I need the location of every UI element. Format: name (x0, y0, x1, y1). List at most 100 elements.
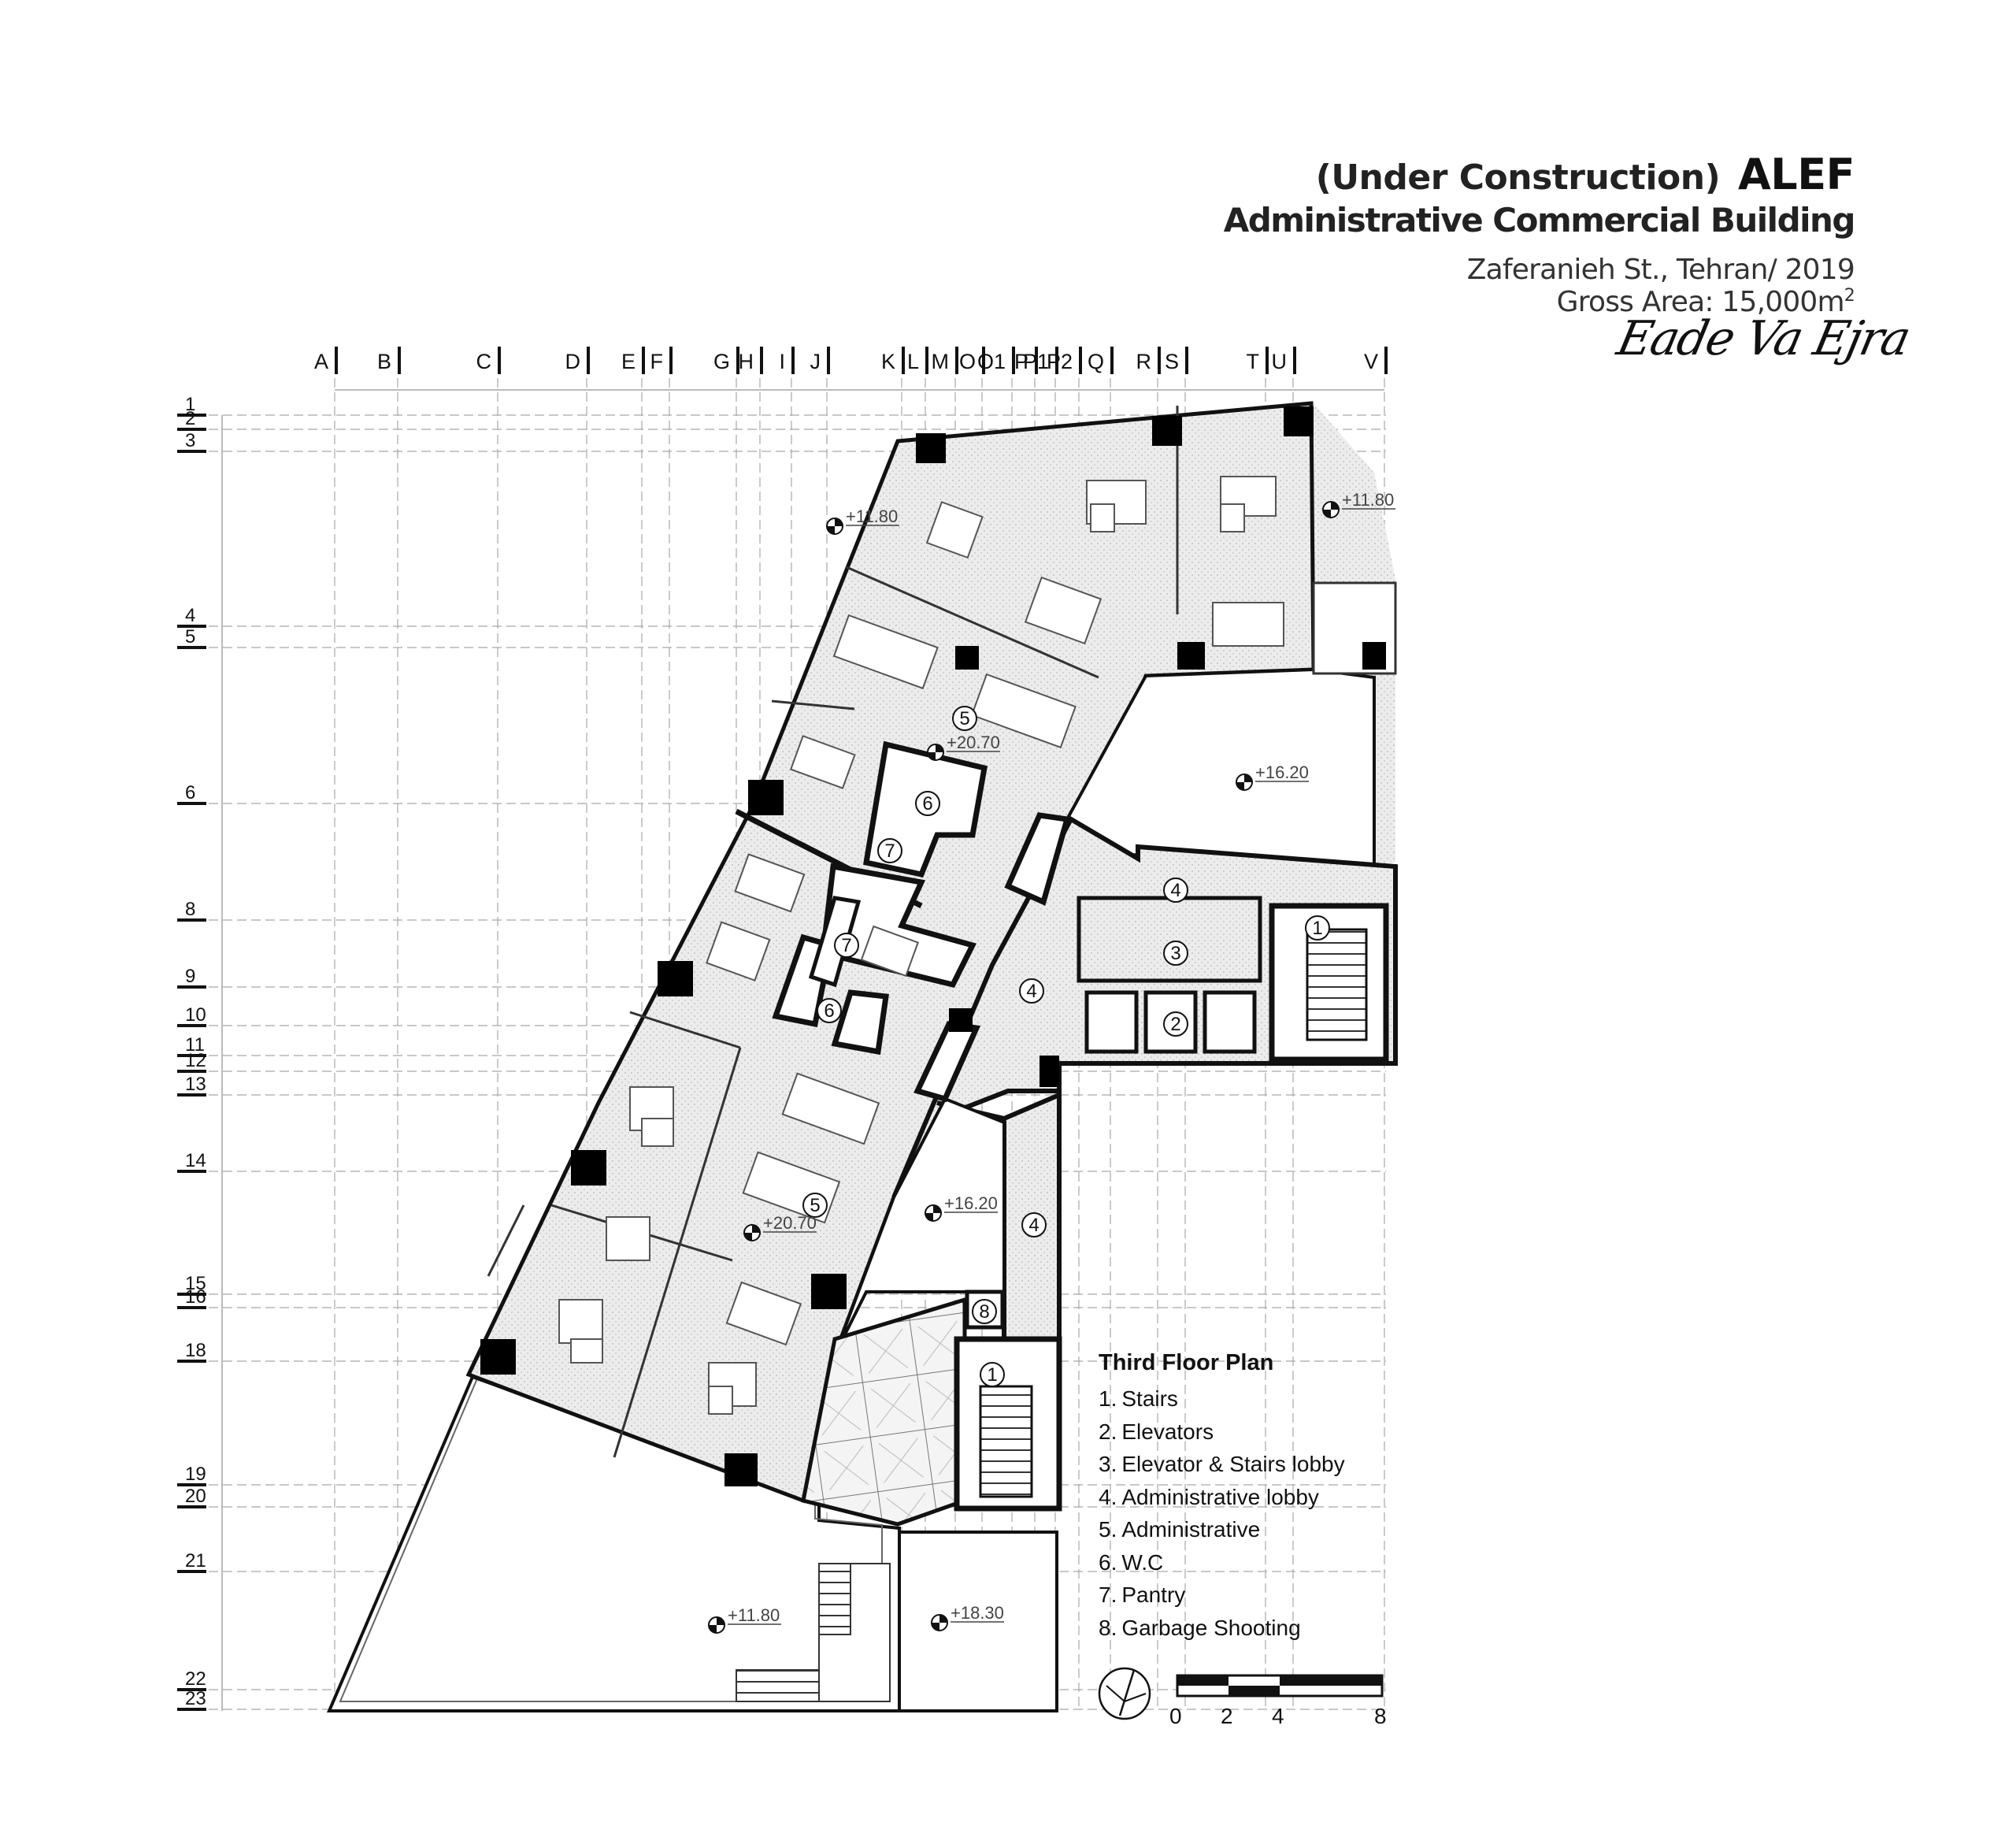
level-marker-label: +16.20 (944, 1193, 998, 1213)
legend-title: Third Floor Plan (1099, 1350, 1274, 1375)
grid-row-label: 21 (185, 1550, 206, 1571)
grid-row-label: 15 (185, 1273, 206, 1294)
grid-column-label: L (907, 350, 919, 373)
grid-column-label: C (476, 350, 492, 373)
room-number-label: 1 (987, 1364, 997, 1386)
grid-row-label: 14 (185, 1150, 206, 1171)
level-marker-quadrants (925, 1205, 941, 1221)
scale-label-8: 8 (1374, 1704, 1387, 1728)
legend-item: 3.Elevator & Stairs lobby (1099, 1448, 1350, 1481)
room-number-label: 5 (959, 708, 969, 729)
level-marker-label: +11.80 (1342, 490, 1394, 510)
grid-column-label: K (881, 350, 895, 373)
legend-item-number: 3. (1099, 1452, 1117, 1476)
grid-row-label: 4 (185, 605, 195, 626)
scale-label-0: 0 (1169, 1704, 1182, 1728)
grid-row-label: 11 (185, 1034, 205, 1056)
grid-column-label: B (377, 350, 391, 373)
legend-item-number: 6. (1099, 1549, 1117, 1575)
signature-logo: Eade Va Ejra (1612, 311, 1914, 366)
legend-item: 2.Elevators (1099, 1416, 1350, 1449)
grid-column-label: P2 (1047, 350, 1073, 373)
scale-label-4: 4 (1272, 1704, 1284, 1728)
grid-row-label: 23 (185, 1688, 206, 1709)
room-number-circle (915, 791, 940, 816)
room-number-label: 8 (979, 1301, 989, 1323)
legend-item: 8.Garbage Shooting (1099, 1612, 1350, 1645)
level-marker-quadrants (928, 744, 943, 760)
grid-row-label: 6 (185, 782, 195, 803)
legend-item-label: Elevators (1121, 1419, 1214, 1444)
legend-item-label: Administrative (1121, 1517, 1261, 1542)
room-number-label: 4 (1026, 981, 1036, 1002)
room-number-label: 6 (824, 1000, 834, 1022)
gross-area: Gross Area: 15,000m2 (1556, 286, 1855, 318)
legend-item-label: Elevator & Stairs lobby (1121, 1452, 1345, 1476)
room-number-label: 3 (1170, 943, 1180, 964)
grid-column-label: E (621, 350, 636, 373)
grid-row-label: 19 (185, 1464, 206, 1485)
legend-item-label: Stairs (1121, 1386, 1178, 1411)
legend-item-number: 1. (1099, 1386, 1117, 1411)
level-marker-label: +16.20 (1255, 763, 1309, 782)
grid-row-label: 5 (185, 626, 195, 647)
room-number-circle (972, 1299, 997, 1324)
grid-row-label: 3 (185, 430, 195, 451)
room-number-circle (834, 933, 859, 958)
project-title: (Under Construction) ALEF (1224, 150, 1855, 199)
legend-item-number: 7. (1099, 1583, 1117, 1607)
grid-column-label: R (1136, 350, 1152, 373)
grid-row-label: 8 (185, 899, 195, 920)
grid-column-label: A (314, 350, 328, 373)
grid-row-label: 16 (185, 1286, 206, 1308)
room-number-label: 4 (1170, 880, 1180, 901)
room-number-circle (1163, 878, 1188, 903)
scale-bar (1176, 1674, 1384, 1698)
level-marker-label: +20.70 (947, 733, 1000, 752)
room-number-label: 1 (1312, 918, 1322, 939)
grid-column-label: U (1272, 350, 1288, 373)
room-number-label: 2 (1170, 1014, 1180, 1035)
furniture (558, 476, 1284, 1415)
level-marker-quadrants (709, 1617, 724, 1633)
legend-item: 6.W.C (1099, 1546, 1350, 1579)
grid-column-label: Q (1088, 350, 1104, 373)
grid-column-label: S (1165, 350, 1179, 373)
legend-item-label: Administrative lobby (1121, 1484, 1319, 1509)
room-number-circle (817, 998, 842, 1023)
grid-column-label: G (713, 350, 730, 373)
grid-column-label: P1 (1023, 350, 1049, 373)
room-number-circle (1019, 978, 1044, 1004)
grid-row-label: 10 (185, 1004, 206, 1026)
grid-column-label: F (650, 350, 664, 373)
grid-column-label: O (959, 350, 976, 373)
level-markers: +11.80+11.80+20.70+16.20+20.70+16.20+11.… (708, 490, 1395, 1634)
legend-item-label: Pantry (1121, 1583, 1186, 1607)
project-subtitle: Administrative Commercial Building (1223, 201, 1856, 239)
room-number-circle (980, 1362, 1005, 1387)
room-number-label: 7 (841, 935, 851, 956)
room-number-label: 5 (810, 1195, 820, 1216)
level-marker-label: +11.80 (846, 506, 898, 526)
room-number-circle (802, 1193, 828, 1218)
level-marker-quadrants (1236, 774, 1252, 790)
grid-column-label: I (779, 350, 785, 373)
legend-item-number: 4. (1099, 1484, 1117, 1509)
room-number-label: 7 (884, 840, 895, 862)
level-marker-quadrants (827, 518, 843, 534)
scale-label-2: 2 (1221, 1704, 1233, 1728)
room-number-circle (877, 838, 902, 863)
grid-row-label: 20 (185, 1486, 206, 1507)
grid-column-label: T (1247, 350, 1260, 373)
structural-columns (480, 406, 1386, 1486)
legend-item: 1.Stairs (1099, 1382, 1350, 1416)
legend-item: 4.Administrative lobby (1099, 1481, 1350, 1514)
legend-item-number: 2. (1099, 1419, 1117, 1444)
room-number-label: 4 (1028, 1215, 1039, 1236)
legend-item: 7.Pantry (1099, 1579, 1350, 1612)
level-marker-label: +11.80 (728, 1605, 780, 1625)
grid-column-label: V (1364, 350, 1378, 373)
